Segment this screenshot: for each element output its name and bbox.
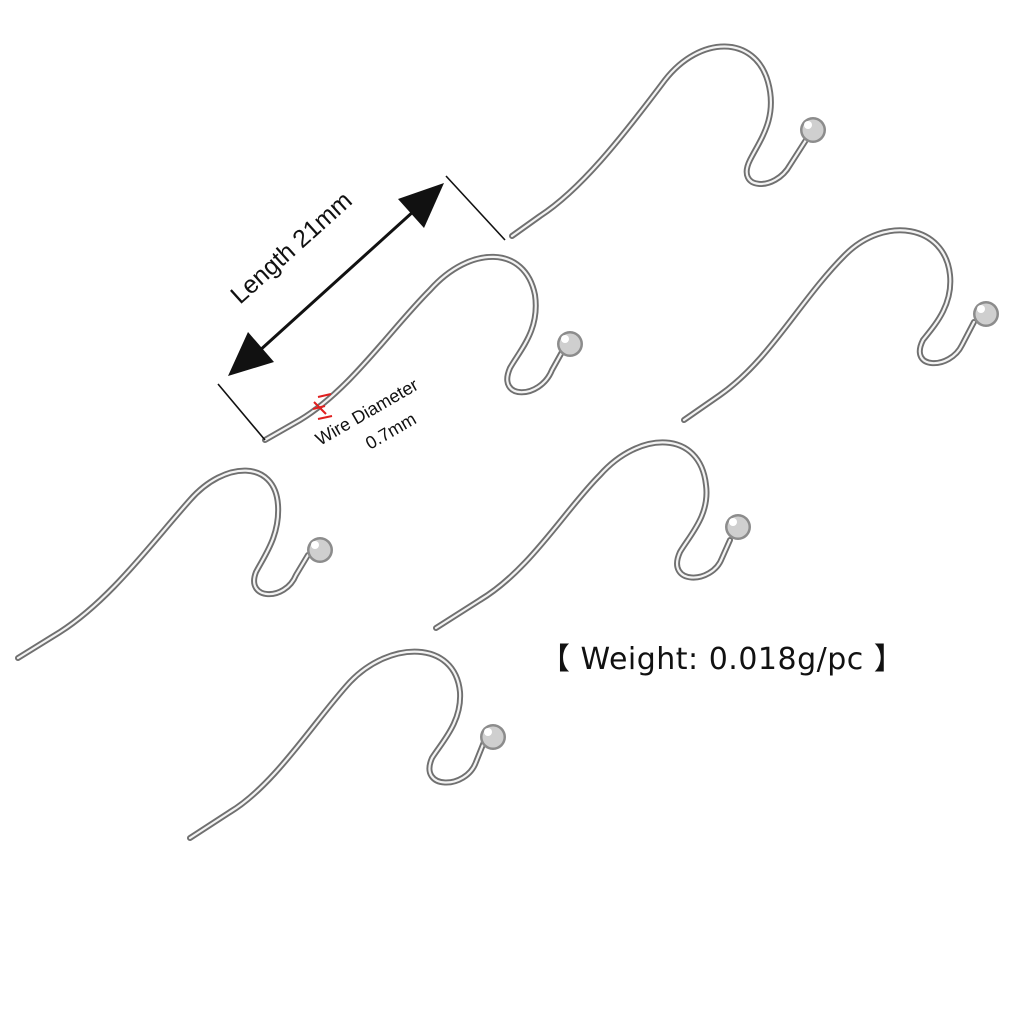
weight-label: 【 Weight: 0.018g/pc 】 <box>540 642 905 677</box>
earring-hook <box>681 227 999 423</box>
length-label: Length 21mm <box>225 186 357 309</box>
earring-hook <box>509 43 826 239</box>
wire-diameter-marker <box>312 393 333 420</box>
arrow-right-icon <box>398 183 444 228</box>
earring-hook <box>262 253 583 443</box>
length-dimension: Length 21mm <box>217 175 506 441</box>
earring-hook <box>433 439 751 631</box>
earring-hook <box>15 467 333 661</box>
dimension-extension-line <box>445 175 506 241</box>
dimension-arrow-line <box>256 208 417 354</box>
arrow-left-icon <box>228 332 274 376</box>
earring-hook <box>187 648 506 841</box>
dimension-extension-line <box>217 383 266 441</box>
